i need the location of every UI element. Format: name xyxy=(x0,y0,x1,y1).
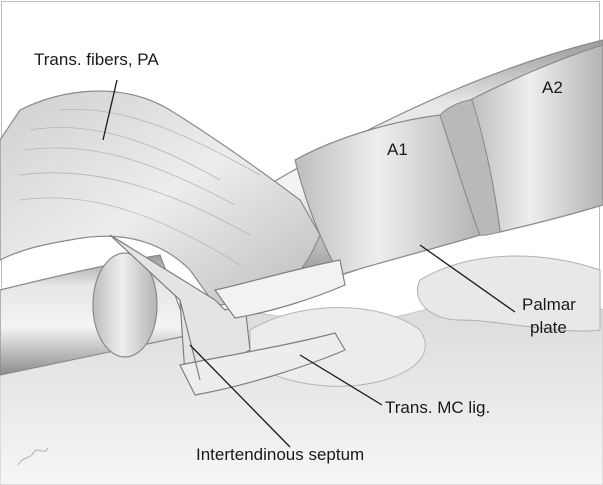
label-palmar-plate-line1: Palmar xyxy=(522,295,576,315)
label-a2: A2 xyxy=(542,78,563,98)
label-intertendinous-septum: Intertendinous septum xyxy=(196,445,364,465)
label-a1: A1 xyxy=(387,140,408,160)
label-palmar-plate-line2: plate xyxy=(530,318,567,338)
label-trans-fibers: Trans. fibers, PA xyxy=(34,50,159,70)
label-trans-mc-lig: Trans. MC lig. xyxy=(385,398,490,418)
